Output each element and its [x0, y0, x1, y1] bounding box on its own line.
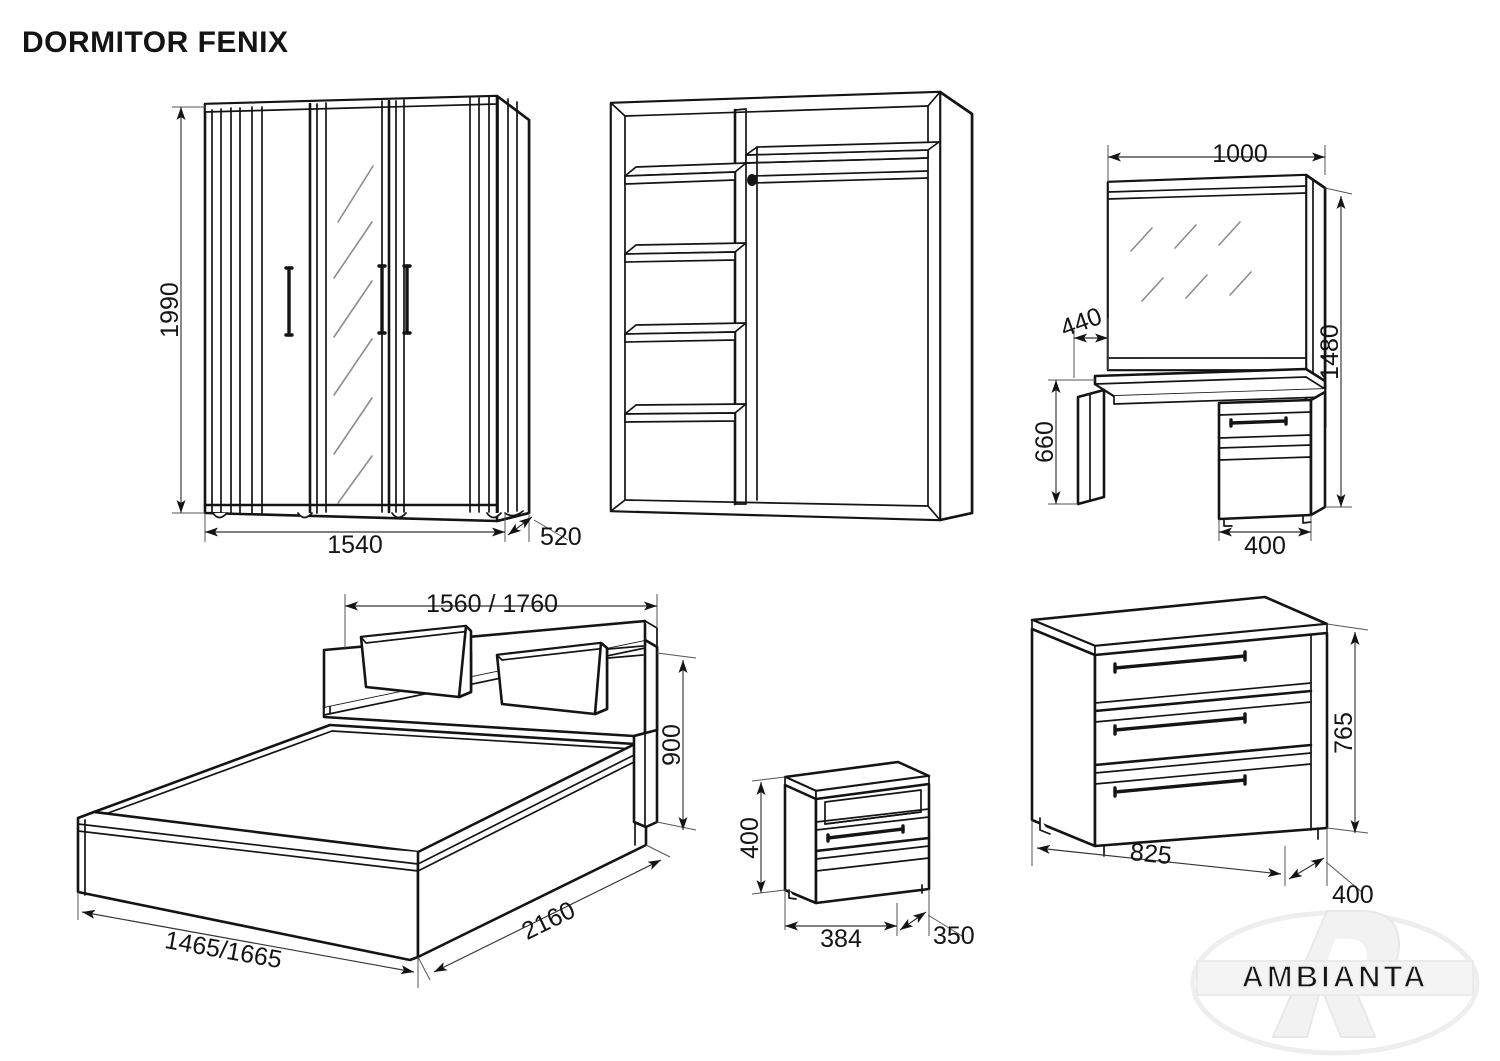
wardrobe-handle-left [284, 266, 294, 337]
hanging-rail [747, 170, 929, 186]
nightstand-view: 400 384 350 [736, 760, 975, 953]
nightstand-dimensions: 400 384 350 [736, 776, 975, 953]
dim-vanity-mirror-offset: 440 [1057, 302, 1106, 343]
nightstand-drawer-handle [826, 824, 905, 843]
dim-vanity-total-height: 1480 [1316, 324, 1344, 380]
bed-view: 1560 / 1760 900 2160 1465/1665 [76, 590, 697, 988]
vanity-drawer-handle [1229, 416, 1288, 428]
dim-vanity-drawer-width: 400 [1244, 532, 1286, 560]
dim-vanity-desk-height: 660 [1031, 421, 1059, 463]
dim-chest-height: 765 [1330, 712, 1358, 754]
vanity-mirror-reflection-lines [1130, 221, 1252, 302]
dim-vanity-width: 1000 [1212, 140, 1268, 168]
page-title: DORMITOR FENIX [22, 26, 289, 59]
wardrobe-handle-right [402, 264, 412, 335]
dim-bed-headboard-width: 1560 / 1760 [426, 590, 558, 618]
wardrobe-front-view: 1990 1540 520 [156, 94, 582, 559]
dim-nightstand-width: 384 [820, 925, 862, 953]
dim-nightstand-height: 400 [736, 817, 764, 859]
wardrobe-dimensions: 1990 1540 520 [156, 106, 582, 559]
dim-wardrobe-width: 1540 [327, 531, 383, 559]
dim-bed-headboard-height: 900 [658, 724, 686, 766]
dim-nightstand-depth: 350 [933, 922, 975, 950]
chest-dimensions: 765 825 400 [1031, 623, 1374, 909]
mirror-reflection-lines [333, 165, 374, 504]
chest-handle-middle [1113, 712, 1247, 736]
wardrobe-shelves [624, 162, 747, 423]
dim-wardrobe-depth: 520 [540, 523, 582, 551]
dim-bed-width: 1465/1665 [163, 926, 284, 974]
wardrobe-interior-view [609, 90, 974, 522]
dim-chest-width: 825 [1129, 838, 1173, 870]
bed-dimensions: 1560 / 1760 900 2160 1465/1665 [77, 590, 697, 988]
chest-handle-top [1113, 650, 1247, 674]
dressing-table-dimensions: 1000 1480 660 440 400 [1031, 140, 1353, 560]
chest-handle-bottom [1113, 774, 1247, 798]
chest-of-drawers-view: 765 825 400 [1030, 595, 1374, 909]
dim-chest-depth: 400 [1332, 881, 1374, 909]
dressing-table-view: 1000 1480 660 440 400 [1031, 140, 1353, 560]
dim-wardrobe-height: 1990 [156, 282, 184, 338]
wardrobe-handle-mid [377, 264, 387, 335]
